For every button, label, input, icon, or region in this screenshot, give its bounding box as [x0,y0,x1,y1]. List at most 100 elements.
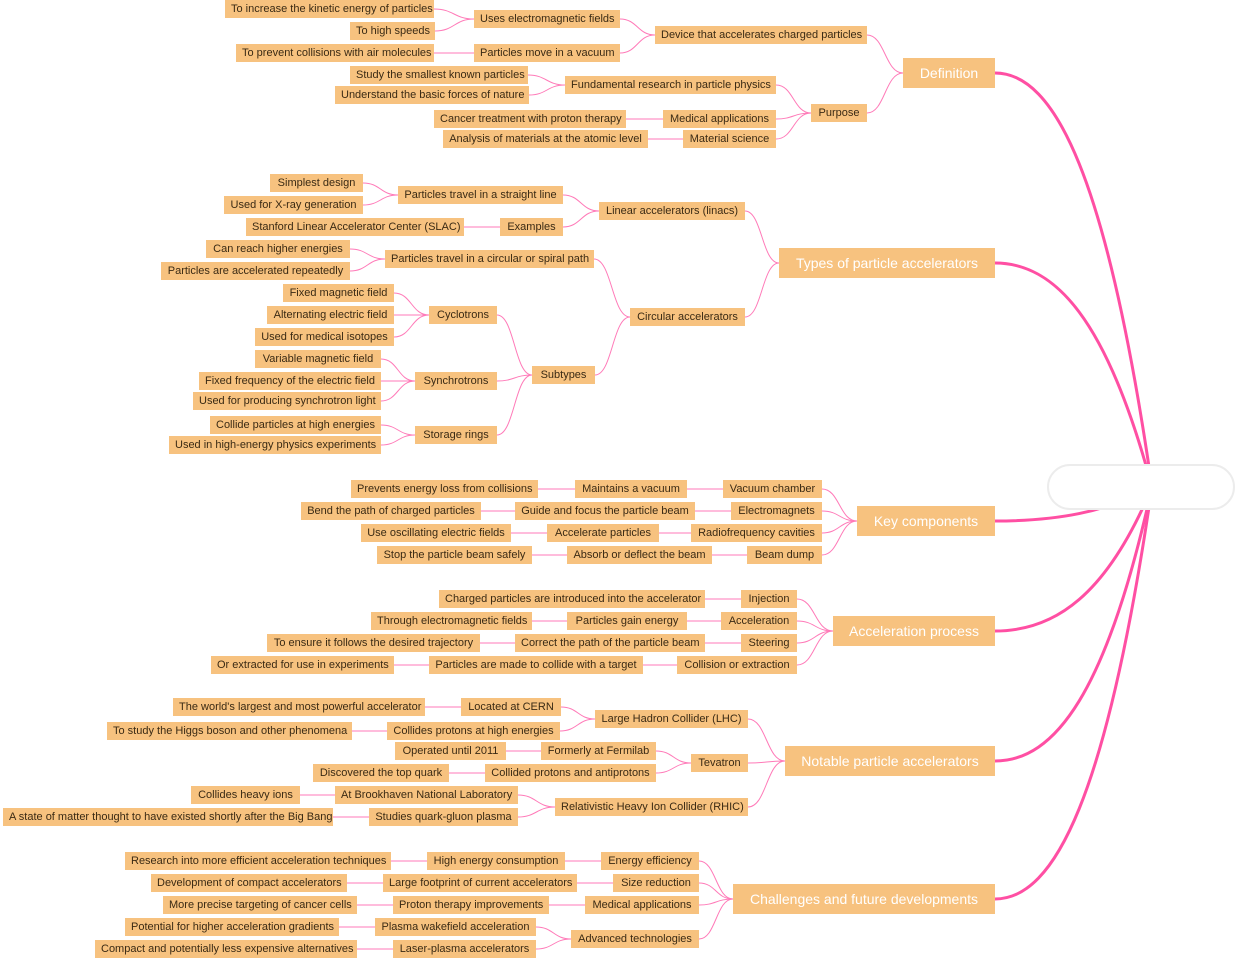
topic-prevents-energy-loss-from-collisions[interactable]: Prevents energy loss from collisions [351,480,538,498]
topic-used-for-producing-synchrotron-light[interactable]: Used for producing synchrotron light [193,392,381,410]
topic-vacuum-chamber[interactable]: Vacuum chamber [723,480,822,498]
topic-storage-rings[interactable]: Storage rings [415,426,497,444]
topic-studies-quark-gluon-plasma[interactable]: Studies quark-gluon plasma [369,808,518,826]
topic-used-for-medical-isotopes[interactable]: Used for medical isotopes [255,328,394,346]
topic-at-brookhaven-national-laboratory[interactable]: At Brookhaven National Laboratory [335,786,518,804]
topic-alternating-electric-field[interactable]: Alternating electric field [267,306,394,324]
topic-collided-protons-and-antiprotons[interactable]: Collided protons and antiprotons [485,764,656,782]
connector [562,210,600,228]
topic-the-world-s-largest-and-most-powerful-accelerator[interactable]: The world's largest and most powerful ac… [173,698,425,716]
topic-variable-magnetic-field[interactable]: Variable magnetic field [255,350,381,368]
topic-energy-efficiency[interactable]: Energy efficiency [601,852,699,870]
topic-absorb-or-deflect-the-beam[interactable]: Absorb or deflect the beam [567,546,712,564]
topic-compact-and-potentially-less-expensive-alternatives[interactable]: Compact and potentially less expensive a… [95,940,357,958]
topic-a-state-of-matter-thought-to-have-existed-shortly-after-the-big-bang[interactable]: A state of matter thought to have existe… [3,808,333,826]
topic-proton-therapy-improvements[interactable]: Proton therapy improvements [393,896,549,914]
topic-particles-gain-energy[interactable]: Particles gain energy [567,612,687,630]
topic-stop-the-particle-beam-safely[interactable]: Stop the particle beam safely [377,546,532,564]
topic-analysis-of-materials-at-the-atomic-level[interactable]: Analysis of materials at the atomic leve… [443,130,648,148]
topic-development-of-compact-accelerators[interactable]: Development of compact accelerators [151,874,347,892]
branch-notable-particle-accelerators[interactable]: Notable particle accelerators [785,746,995,776]
topic-size-reduction[interactable]: Size reduction [613,874,699,892]
topic-high-energy-consumption[interactable]: High energy consumption [427,852,565,870]
topic-formerly-at-fermilab[interactable]: Formerly at Fermilab [541,742,656,760]
topic-maintains-a-vacuum[interactable]: Maintains a vacuum [575,480,687,498]
branch-challenges-and-future-developments[interactable]: Challenges and future developments [733,884,995,914]
branch-acceleration-process[interactable]: Acceleration process [833,616,995,646]
connector [747,718,786,762]
topic-collides-heavy-ions[interactable]: Collides heavy ions [191,786,300,804]
topic-particles-travel-in-a-straight-line[interactable]: Particles travel in a straight line [398,186,563,204]
topic-laser-plasma-accelerators[interactable]: Laser-plasma accelerators [393,940,536,958]
topic-simplest-design[interactable]: Simplest design [270,174,363,192]
topic-through-electromagnetic-fields[interactable]: Through electromagnetic fields [371,612,532,630]
topic-understand-the-basic-forces-of-nature[interactable]: Understand the basic forces of nature [335,86,529,104]
topic-bend-the-path-of-charged-particles[interactable]: Bend the path of charged particles [301,502,481,520]
connector [594,316,631,376]
topic-particles-are-made-to-collide-with-a-target[interactable]: Particles are made to collide with a tar… [429,656,643,674]
topic-device-that-accelerates-charged-particles[interactable]: Device that accelerates charged particle… [655,26,867,44]
branch-definition[interactable]: Definition [903,58,995,88]
topic-electromagnets[interactable]: Electromagnets [731,502,822,520]
topic-collide-particles-at-high-energies[interactable]: Collide particles at high energies [210,416,381,434]
topic-used-in-high-energy-physics-experiments[interactable]: Used in high-energy physics experiments [169,436,381,454]
topic-large-hadron-collider-lhc[interactable]: Large Hadron Collider (LHC) [595,710,748,728]
topic-beam-dump[interactable]: Beam dump [747,546,822,564]
topic-can-reach-higher-energies[interactable]: Can reach higher energies [206,240,350,258]
topic-medical-applications[interactable]: Medical applications [585,896,699,914]
topic-stanford-linear-accelerator-center-slac[interactable]: Stanford Linear Accelerator Center (SLAC… [246,218,464,236]
topic-fixed-frequency-of-the-electric-field[interactable]: Fixed frequency of the electric field [199,372,381,390]
topic-to-high-speeds[interactable]: To high speeds [350,22,435,40]
topic-tevatron[interactable]: Tevatron [691,754,748,772]
topic-cyclotrons[interactable]: Cyclotrons [429,306,497,324]
topic-subtypes[interactable]: Subtypes [532,366,595,384]
topic-large-footprint-of-current-accelerators[interactable]: Large footprint of current accelerators [383,874,577,892]
topic-steering[interactable]: Steering [741,634,797,652]
topic-plasma-wakefield-acceleration[interactable]: Plasma wakefield acceleration [375,918,536,936]
topic-research-into-more-efficient-acceleration-techniques[interactable]: Research into more efficient acceleratio… [125,852,391,870]
branch-key-components[interactable]: Key components [857,506,995,536]
topic-study-the-smallest-known-particles[interactable]: Study the smallest known particles [350,66,528,84]
topic-particles-are-accelerated-repeatedly[interactable]: Particles are accelerated repeatedly [161,262,350,280]
topic-uses-electromagnetic-fields[interactable]: Uses electromagnetic fields [474,10,620,28]
topic-collision-or-extraction[interactable]: Collision or extraction [677,656,797,674]
topic-acceleration[interactable]: Acceleration [721,612,797,630]
topic-accelerate-particles[interactable]: Accelerate particles [547,524,659,542]
topic-examples[interactable]: Examples [500,218,563,236]
topic-particles-travel-in-a-circular-or-spiral-path[interactable]: Particles travel in a circular or spiral… [385,250,594,268]
topic-use-oscillating-electric-fields[interactable]: Use oscillating electric fields [361,524,511,542]
topic-used-for-x-ray-generation[interactable]: Used for X-ray generation [224,196,363,214]
topic-relativistic-heavy-ion-collider-rhic[interactable]: Relativistic Heavy Ion Collider (RHIC) [555,798,748,816]
topic-cancer-treatment-with-proton-therapy[interactable]: Cancer treatment with proton therapy [434,110,626,128]
topic-radiofrequency-cavities[interactable]: Radiofrequency cavities [691,524,822,542]
topic-medical-applications[interactable]: Medical applications [663,110,776,128]
central-topic[interactable] [1047,464,1235,510]
topic-injection[interactable]: Injection [741,590,797,608]
main-connector [993,485,1154,901]
topic-linear-accelerators-linacs[interactable]: Linear accelerators (linacs) [599,202,745,220]
topic-synchrotrons[interactable]: Synchrotrons [415,372,497,390]
topic-located-at-cern[interactable]: Located at CERN [461,698,561,716]
topic-to-study-the-higgs-boson-and-other-phenomena[interactable]: To study the Higgs boson and other pheno… [107,722,352,740]
topic-collides-protons-at-high-energies[interactable]: Collides protons at high energies [387,722,560,740]
topic-fixed-magnetic-field[interactable]: Fixed magnetic field [283,284,394,302]
topic-particles-move-in-a-vacuum[interactable]: Particles move in a vacuum [474,44,620,62]
topic-to-ensure-it-follows-the-desired-trajectory[interactable]: To ensure it follows the desired traject… [267,634,480,652]
topic-to-prevent-collisions-with-air-molecules[interactable]: To prevent collisions with air molecules [236,44,434,62]
topic-correct-the-path-of-the-particle-beam[interactable]: Correct the path of the particle beam [515,634,705,652]
topic-charged-particles-are-introduced-into-the-accelerator[interactable]: Charged particles are introduced into th… [439,590,705,608]
topic-purpose[interactable]: Purpose [811,104,867,122]
topic-operated-until-2011[interactable]: Operated until 2011 [395,742,506,760]
topic-more-precise-targeting-of-cancer-cells[interactable]: More precise targeting of cancer cells [163,896,357,914]
topic-material-science[interactable]: Material science [683,130,776,148]
topic-potential-for-higher-acceleration-gradients[interactable]: Potential for higher acceleration gradie… [125,918,339,936]
topic-discovered-the-top-quark[interactable]: Discovered the top quark [313,764,449,782]
topic-circular-accelerators[interactable]: Circular accelerators [630,308,745,326]
topic-guide-and-focus-the-particle-beam[interactable]: Guide and focus the particle beam [515,502,695,520]
topic-advanced-technologies[interactable]: Advanced technologies [571,930,699,948]
branch-types-of-particle-accelerators[interactable]: Types of particle accelerators [779,248,995,278]
topic-to-increase-the-kinetic-energy-of-particles[interactable]: To increase the kinetic energy of partic… [225,0,434,18]
connector [380,434,416,446]
topic-or-extracted-for-use-in-experiments[interactable]: Or extracted for use in experiments [211,656,394,674]
topic-fundamental-research-in-particle-physics[interactable]: Fundamental research in particle physics [565,76,776,94]
